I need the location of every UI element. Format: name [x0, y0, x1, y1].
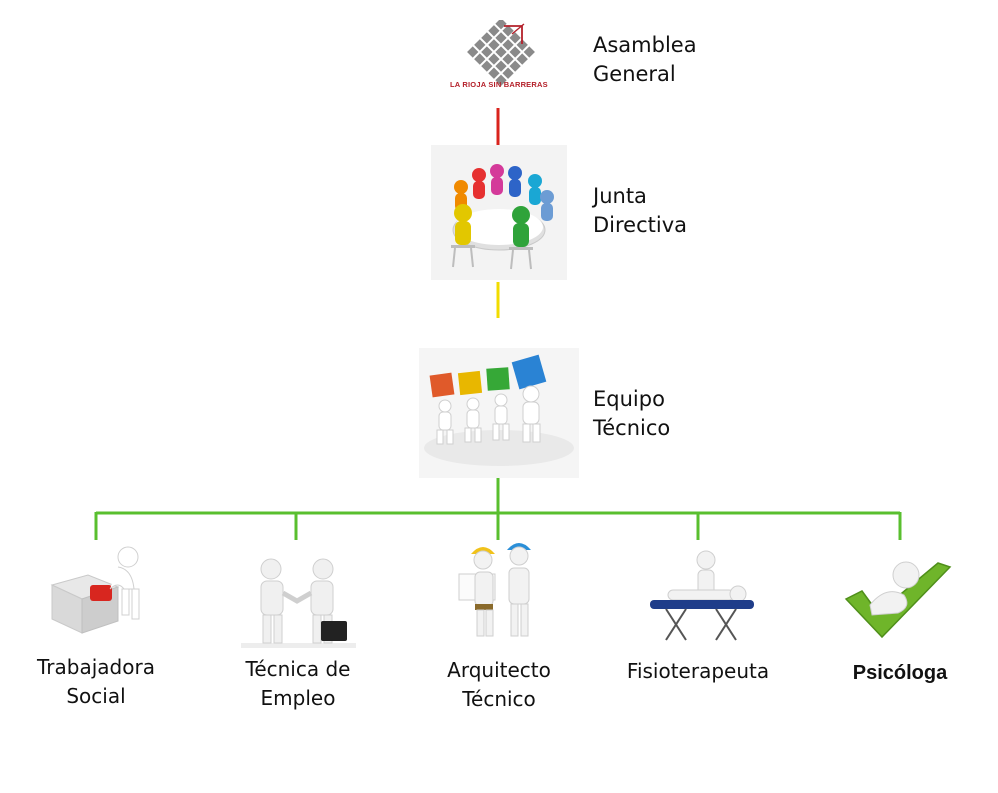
checkmark-relax-image — [842, 553, 954, 643]
member-label-trabajadora: Trabajadora Social — [37, 655, 155, 708]
round-table-meeting-image — [431, 145, 567, 280]
member-label-tecnica: Técnica de Empleo — [245, 657, 351, 710]
logo-text: LA RIOJA SIN BARRERAS — [450, 80, 548, 89]
level-label-asamblea: Asamblea General — [593, 33, 697, 86]
massage-table-image — [646, 548, 758, 648]
member-label-psicologa: Psicóloga — [852, 662, 948, 684]
logo-image: LA RIOJA SIN BARRERAS — [446, 18, 556, 95]
level-label-junta: Junta Directiva — [593, 184, 688, 237]
handshake-image — [241, 555, 356, 650]
level-label-equipo: Equipo Técnico — [593, 387, 671, 440]
diamond-grid-logo-icon — [467, 18, 535, 86]
member-label-arquitecto: Arquitecto Técnico — [447, 658, 551, 711]
member-label-fisio: Fisioterapeuta — [626, 659, 770, 683]
puzzle-cube-image — [48, 545, 148, 635]
architects-helmet-image — [457, 540, 547, 640]
team-letters-image — [419, 348, 579, 478]
